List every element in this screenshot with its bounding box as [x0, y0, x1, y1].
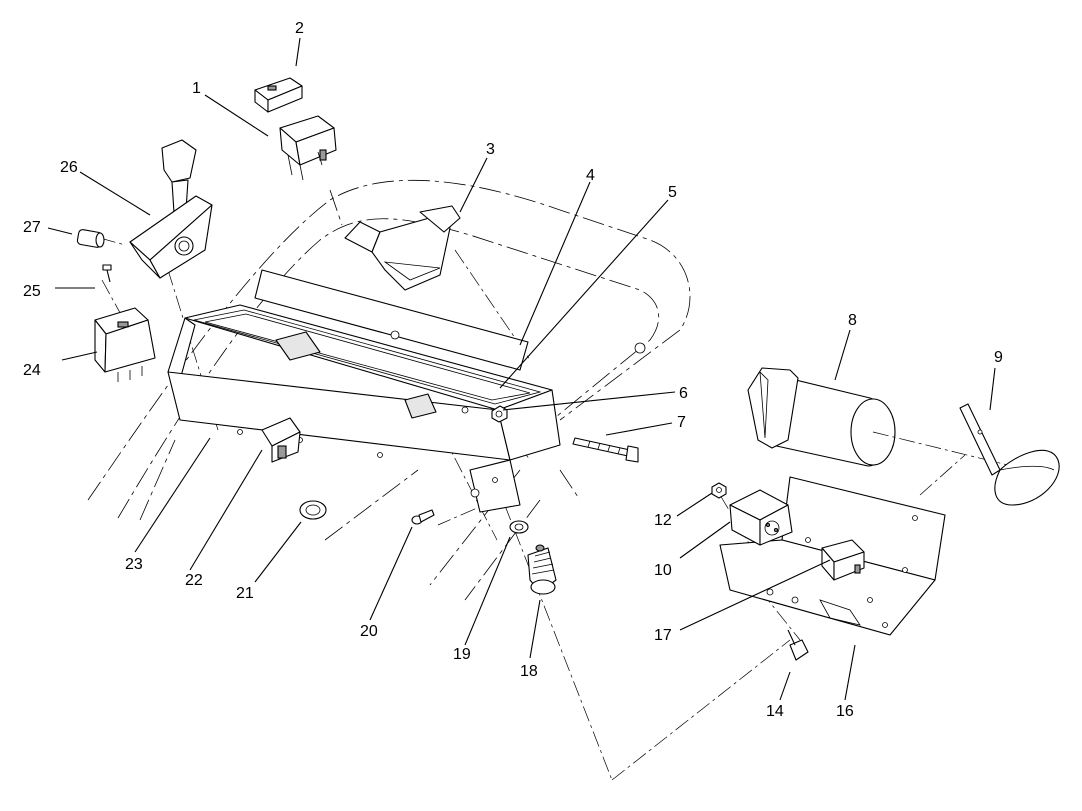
callout-16: 16 [836, 703, 854, 720]
callout-27: 27 [23, 219, 41, 236]
nut-21 [299, 500, 327, 520]
shifter-boot [344, 205, 461, 291]
callout-12: 12 [654, 512, 672, 529]
panel-cutout-slot [404, 393, 437, 419]
callout-10: 10 [654, 562, 672, 579]
mounting-bracket [719, 476, 946, 636]
callout-21: 21 [236, 585, 254, 602]
key-switch [261, 417, 301, 463]
capacitor [747, 367, 1021, 469]
washer-19 [509, 520, 529, 534]
callout-1: 1 [192, 80, 201, 97]
screw-20 [411, 509, 435, 525]
switch-cap [254, 77, 303, 113]
bushing [76, 229, 105, 248]
leader-lines [47, 37, 996, 701]
callout-18: 18 [520, 663, 538, 680]
callout-17: 17 [654, 627, 672, 644]
callout-14: 14 [766, 703, 784, 720]
screw-25 [102, 264, 112, 283]
relay [94, 307, 156, 382]
connector-18 [527, 544, 557, 595]
bolt-14 [787, 629, 809, 661]
callout-2: 2 [295, 20, 304, 37]
callout-4: 4 [586, 167, 595, 184]
decal-plate [254, 269, 529, 371]
callout-7: 7 [677, 414, 686, 431]
panel-right-wall [497, 389, 561, 461]
callout-25: 25 [23, 283, 41, 300]
control-panel [167, 269, 646, 513]
callout-20: 20 [360, 623, 378, 640]
callout-22: 22 [185, 572, 203, 589]
callout-labels: 1 2 3 4 5 6 7 8 9 10 12 14 16 17 18 19 2… [23, 20, 1003, 720]
callout-19: 19 [453, 646, 471, 663]
small-relay [821, 539, 865, 581]
callout-9: 9 [994, 349, 1003, 366]
panel-side-bracket [469, 459, 521, 513]
panel-cutout-square [275, 331, 321, 361]
solenoid-socket [729, 489, 793, 546]
lever-knob [161, 139, 197, 183]
rocker-switch [279, 115, 337, 181]
panel-left-flange [167, 317, 196, 381]
callout-3: 3 [486, 141, 495, 158]
callout-8: 8 [848, 312, 857, 329]
callout-6: 6 [679, 385, 688, 402]
mounting-clamp [959, 403, 1060, 506]
throttle-lever [129, 139, 213, 279]
bolt-7 [572, 437, 639, 463]
callout-24: 24 [23, 362, 41, 379]
callout-5: 5 [668, 184, 677, 201]
callout-26: 26 [60, 159, 78, 176]
callout-23: 23 [125, 556, 143, 573]
nut-12 [711, 482, 727, 499]
